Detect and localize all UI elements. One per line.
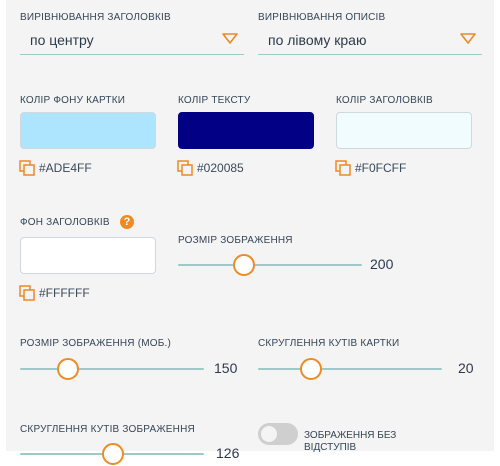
slider-handle[interactable] [102, 443, 124, 465]
text-color-hex-row: #020085 [177, 160, 244, 176]
title-bg-hex-row: #FFFFFF [19, 285, 90, 301]
image-size-mobile-value: 150 [214, 360, 238, 376]
title-color-hex: #F0FCFF [355, 161, 407, 175]
image-size-value: 200 [370, 256, 394, 272]
card-radius-slider[interactable]: 20 [258, 357, 482, 381]
no-padding-toggle[interactable] [258, 423, 298, 445]
title-alignment-value: по центру [30, 32, 94, 48]
card-bg-color-hex-row: #ADE4FF [19, 160, 92, 176]
slider-handle[interactable] [57, 358, 79, 380]
title-color-hex-row: #F0FCFF [335, 160, 406, 176]
card-radius-value: 20 [458, 360, 474, 376]
image-radius-slider[interactable]: 126 [20, 442, 244, 466]
title-bg-label: ФОН ЗАГОЛОВКІВ [20, 217, 110, 228]
copy-icon[interactable] [19, 160, 35, 176]
title-color-label: КОЛІР ЗАГОЛОВКІВ [336, 95, 433, 106]
slider-track [178, 264, 362, 266]
copy-icon[interactable] [19, 285, 35, 301]
image-size-mobile-slider[interactable]: 150 [20, 357, 244, 381]
description-alignment-label: ВИРІВНЮВАННЯ ОПИСІВ [258, 12, 386, 23]
title-alignment-label: ВИРІВНЮВАННЯ ЗАГОЛОВКІВ [20, 12, 171, 23]
title-color-swatch[interactable] [336, 112, 472, 149]
slider-track [258, 368, 442, 370]
card-radius-label: СКРУГЛЕННЯ КУТІВ КАРТКИ [258, 338, 400, 349]
text-color-swatch[interactable] [178, 112, 314, 149]
copy-icon[interactable] [335, 160, 351, 176]
help-icon[interactable]: ? [120, 215, 134, 229]
text-color-hex: #020085 [197, 161, 244, 175]
image-size-label: РОЗМІР ЗОБРАЖЕННЯ [178, 235, 293, 246]
image-size-slider[interactable]: 200 [178, 253, 400, 277]
chevron-down-icon [460, 33, 476, 44]
slider-handle[interactable] [233, 254, 255, 276]
card-bg-color-swatch[interactable] [20, 112, 156, 149]
toggle-knob [261, 426, 277, 442]
slider-track [20, 368, 204, 370]
description-alignment-value: по лівому краю [268, 32, 367, 48]
title-alignment-select[interactable]: по центру [20, 26, 244, 55]
image-radius-value: 126 [216, 445, 240, 461]
description-alignment-select[interactable]: по лівому краю [258, 26, 482, 55]
image-size-mobile-label: РОЗМІР ЗОБРАЖЕННЯ (МОБ.) [20, 338, 172, 349]
settings-panel: ВИРІВНЮВАННЯ ЗАГОЛОВКІВ по центру ВИРІВН… [6, 0, 494, 465]
copy-icon[interactable] [177, 160, 193, 176]
slider-handle[interactable] [300, 358, 322, 380]
chevron-down-icon [222, 33, 238, 44]
title-bg-hex: #FFFFFF [39, 286, 90, 300]
card-bg-color-label: КОЛІР ФОНУ КАРТКИ [20, 95, 126, 106]
title-bg-swatch[interactable] [20, 237, 156, 274]
image-radius-label: СКРУГЛЕННЯ КУТІВ ЗОБРАЖЕННЯ [20, 424, 195, 435]
card-bg-color-hex: #ADE4FF [39, 161, 92, 175]
no-padding-label: ЗОБРАЖЕННЯ БЕЗ ВІДСТУПІВ [304, 430, 397, 453]
text-color-label: КОЛІР ТЕКСТУ [178, 95, 251, 106]
